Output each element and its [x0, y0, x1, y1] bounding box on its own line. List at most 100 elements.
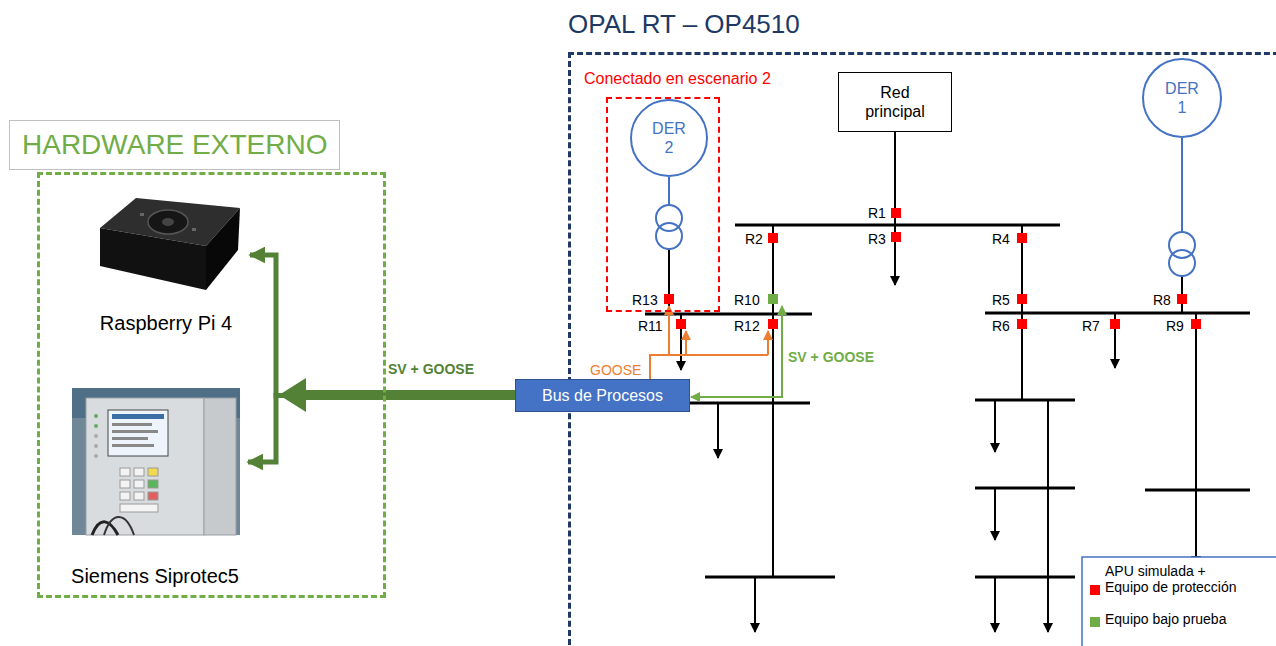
transformer-symbol — [656, 223, 682, 249]
siemens-relay-photo — [120, 492, 130, 500]
der-circle: DER 2 — [630, 99, 708, 177]
siemens-relay-photo — [134, 480, 144, 488]
signal-label: SV + GOOSE — [788, 349, 874, 365]
device-caption: Siemens Siprotec5 — [71, 564, 239, 588]
relay-label: R8 — [1153, 292, 1171, 308]
power-lines — [668, 177, 670, 205]
relay-marker — [1017, 294, 1027, 304]
power-lines — [1145, 489, 1250, 492]
relay-marker — [1017, 233, 1027, 243]
siemens-relay-photo — [134, 468, 144, 476]
siemens-relay-photo — [148, 492, 158, 500]
scenario-heading: Conectado en escenario 2 — [584, 69, 771, 89]
relay-label: R3 — [868, 231, 886, 247]
goose-lines — [650, 355, 768, 379]
raspberry-pi-picture — [148, 210, 188, 234]
siemens-relay-photo — [86, 398, 204, 535]
goose-lines — [650, 306, 768, 379]
power-lines — [975, 399, 1075, 402]
transformer-symbol — [656, 205, 1195, 276]
siemens-relay-photo — [112, 430, 158, 433]
process-bus-box: Bus de Procesos — [515, 379, 690, 412]
siemens-relay-photo — [94, 444, 98, 448]
simulator-region: OPAL RT – OP4510Conectado en escenario 2… — [568, 52, 1276, 646]
relay-label: R12 — [734, 318, 760, 334]
relay-marker — [1177, 294, 1187, 304]
bus-label: Bus de Procesos — [542, 386, 663, 405]
power-lines — [772, 225, 774, 577]
relay-label: R10 — [734, 292, 760, 308]
siemens-relay-photo — [120, 504, 158, 512]
grid-box: Red principal — [838, 72, 952, 132]
der-label: DER 1 — [1162, 79, 1202, 117]
legend-swatch — [1090, 617, 1100, 627]
relay-label: R7 — [1082, 318, 1100, 334]
siemens-relay-photo — [104, 517, 134, 535]
relay-marker — [664, 294, 674, 304]
relay-marker — [891, 208, 901, 218]
legend-text: Equipo bajo prueba — [1105, 611, 1226, 627]
power-lines — [705, 576, 835, 579]
raspberry-pi-picture — [192, 228, 196, 231]
power-lines — [754, 577, 756, 632]
siemens-relay-photo — [148, 480, 158, 488]
relay-marker — [1191, 319, 1201, 329]
signal-connector — [248, 396, 515, 463]
relay-label: R4 — [992, 231, 1010, 247]
relay-marker — [664, 208, 1201, 329]
siemens-relay-photo — [112, 437, 148, 440]
power-lines — [994, 400, 996, 452]
raspberry-pi-picture — [100, 198, 240, 290]
relay-marker — [1110, 319, 1120, 329]
siemens-relay-photo — [112, 444, 154, 447]
transformer-symbol — [1169, 250, 1195, 276]
region-heading: OPAL RT – OP4510 — [568, 9, 800, 39]
power-lines — [1195, 490, 1197, 565]
signal-connector — [250, 255, 515, 396]
raspberry-pi-picture — [206, 208, 240, 290]
power-lines — [690, 402, 810, 405]
relay-label: R6 — [992, 318, 1010, 334]
der-label: DER 2 — [649, 119, 689, 157]
relay-marker — [891, 232, 901, 242]
siemens-relay-photo — [204, 398, 236, 535]
device-caption: Raspberry Pi 4 — [100, 311, 232, 335]
power-lines — [717, 403, 719, 458]
sv-goose-line — [691, 306, 782, 397]
siemens-relay-photo — [94, 424, 98, 428]
raspberry-pi-picture — [162, 218, 174, 226]
relay-marker — [768, 294, 778, 304]
hardware-region: HARDWARE EXTERNORaspberry Pi 4Siemens Si… — [37, 172, 386, 598]
legend-box — [1082, 557, 1276, 646]
relay-marker — [768, 233, 778, 243]
siemens-relay-photo — [94, 414, 98, 418]
relay-marker — [768, 319, 778, 329]
siemens-relay-photo — [94, 454, 98, 458]
connector-label: SV + GOOSE — [388, 361, 474, 377]
power-lines — [994, 577, 996, 632]
relay-label: R2 — [745, 231, 763, 247]
relay-label: R9 — [1166, 318, 1184, 334]
power-lines — [985, 312, 1250, 315]
raspberry-pi-picture — [140, 213, 144, 216]
scenario-box: Conectado en escenario 2DER 2 — [606, 97, 720, 312]
relay-label: R1 — [868, 205, 886, 221]
goose-lines — [767, 331, 769, 355]
siemens-relay-photo — [148, 468, 158, 476]
siemens-relay-photo — [120, 480, 130, 488]
power-lines — [668, 249, 670, 314]
relay-marker — [1017, 319, 1027, 329]
siemens-relay-photo — [94, 434, 98, 438]
relay-marker — [676, 319, 686, 329]
relay-label: R11 — [638, 318, 663, 334]
relay-label: R5 — [992, 292, 1010, 308]
siemens-relay-photo — [72, 388, 240, 535]
raspberry-pi-picture — [100, 228, 206, 290]
siemens-relay-photo — [72, 388, 240, 535]
signal-label: GOOSE — [590, 362, 641, 378]
legend-text: APU simulada + Equipo de protección — [1105, 563, 1245, 595]
power-lines — [1047, 577, 1049, 632]
siemens-relay-photo — [120, 468, 130, 476]
power-lines — [1195, 313, 1197, 490]
